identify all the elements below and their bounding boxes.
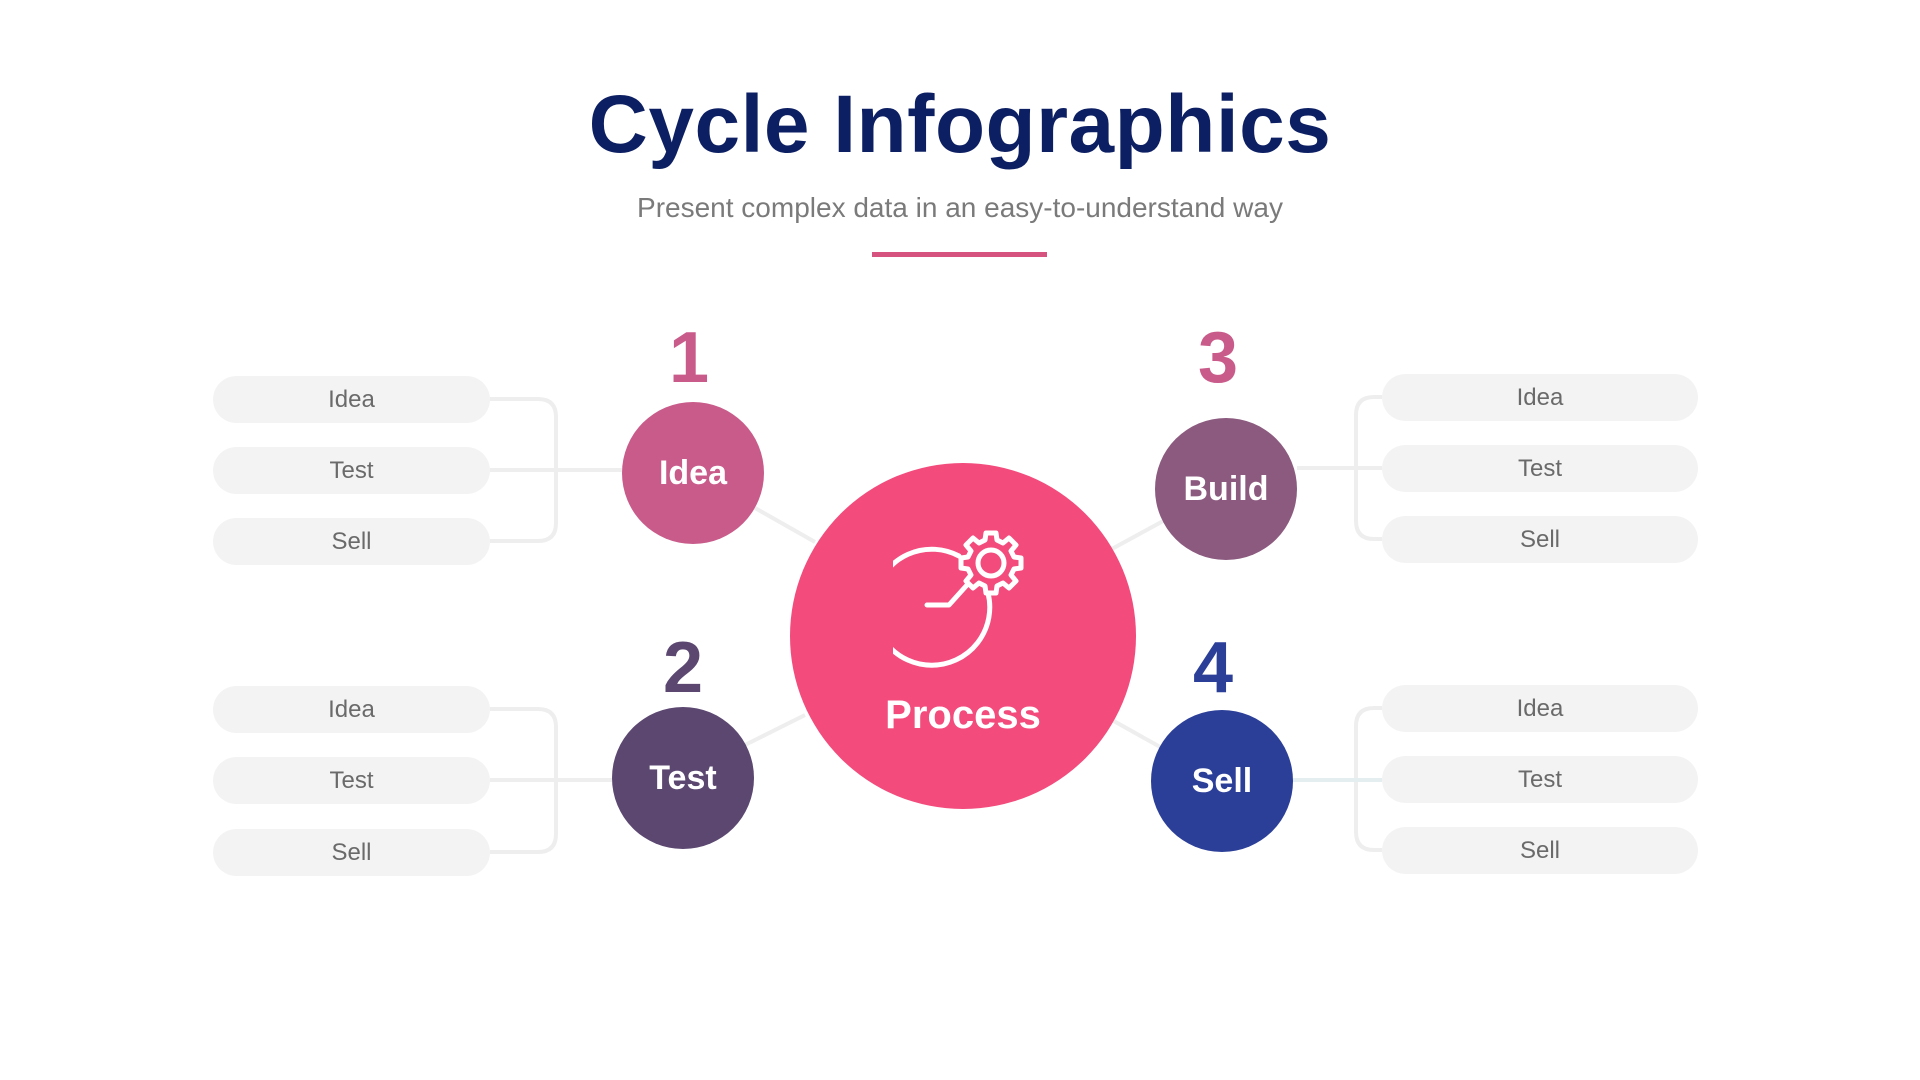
- clock-gear-icon: [893, 530, 1024, 668]
- center-label: Process: [885, 693, 1041, 737]
- step-1-label: Idea: [658, 453, 728, 492]
- step-3-circle: Build: [1155, 418, 1297, 560]
- step-3-number: 3: [1197, 318, 1239, 398]
- page-subtitle: Present complex data in an easy-to-under…: [637, 192, 1283, 223]
- list-item: Test: [213, 757, 490, 804]
- step-3-label: Build: [1183, 469, 1269, 508]
- step-4-number: 4: [1192, 628, 1234, 708]
- step-2-number: 2: [662, 628, 704, 708]
- list-item: Idea: [1382, 685, 1698, 732]
- list-item: Sell: [1382, 516, 1698, 563]
- list-item: Sell: [213, 518, 490, 565]
- list-item: Test: [1382, 756, 1698, 803]
- list-item: Sell: [1382, 827, 1698, 874]
- title-underline: [872, 252, 1047, 257]
- step-2-label: Test: [649, 758, 717, 797]
- step-1-number: 1: [668, 318, 710, 398]
- list-item: Idea: [213, 376, 490, 423]
- step-4-circle: Sell: [1151, 710, 1293, 852]
- step-1-circle: Idea: [622, 402, 764, 544]
- center-circle: Process: [790, 463, 1136, 809]
- step-4-label: Sell: [1191, 761, 1253, 800]
- list-item: Test: [1382, 445, 1698, 492]
- step-2-circle: Test: [612, 707, 754, 849]
- list-item: Test: [213, 447, 490, 494]
- list-item: Idea: [213, 686, 490, 733]
- page-title: Cycle Infographics: [588, 79, 1332, 170]
- list-item: Sell: [213, 829, 490, 876]
- list-item: Idea: [1382, 374, 1698, 421]
